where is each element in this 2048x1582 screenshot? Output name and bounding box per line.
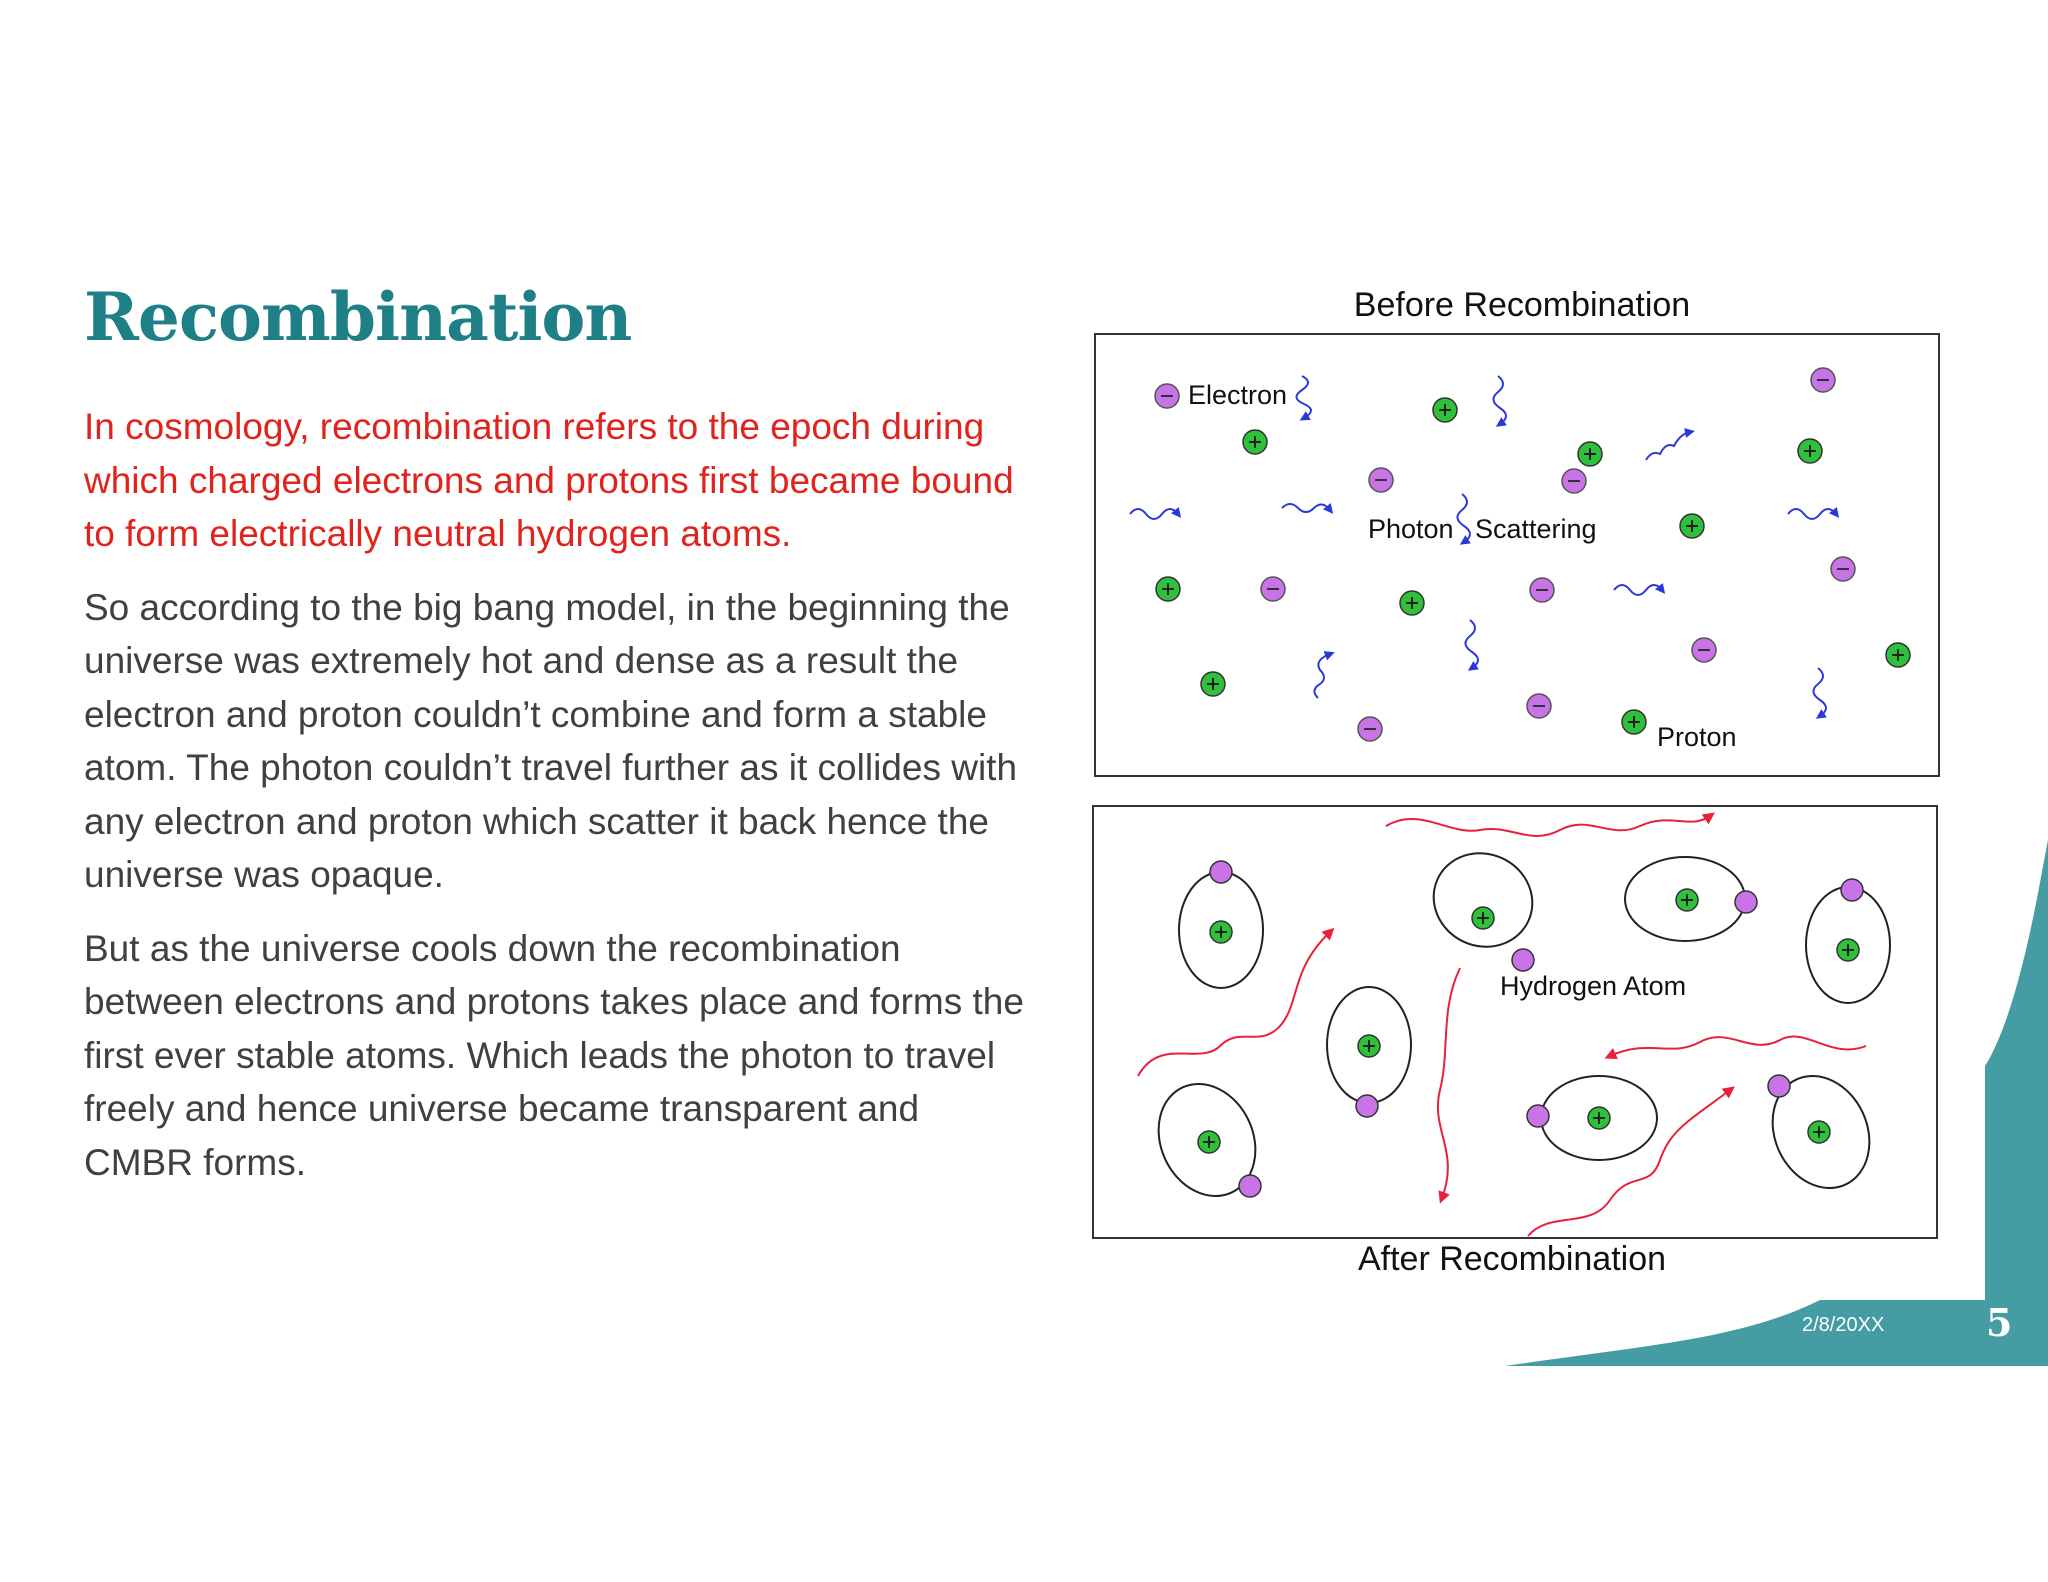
proton-label: Proton (1657, 722, 1737, 752)
electron-label: Electron (1188, 380, 1287, 410)
footer-date: 2/8/20XX (1802, 1314, 1885, 1336)
before-panel (1094, 333, 1940, 777)
after-recombination-title: After Recombination (1358, 1240, 1666, 1278)
scattering-label: Scattering (1475, 514, 1597, 544)
body-text: In cosmology, recombination refers to th… (84, 400, 1034, 1209)
photon-label: Photon (1368, 514, 1454, 544)
paragraph-before: So according to the big bang model, in t… (84, 586, 1018, 896)
hydrogen-atom-label: Hydrogen Atom (1500, 971, 1686, 1001)
after-panel (1092, 805, 1938, 1239)
photons-after (1137, 812, 1867, 1237)
intro-paragraph: In cosmology, recombination refers to th… (84, 406, 1014, 554)
page-number: 5 (1986, 1300, 2013, 1345)
photons-before (1129, 375, 1840, 719)
paragraph-after: But as the universe cools down the recom… (84, 927, 1024, 1183)
recombination-figure: Before Recombination (1090, 286, 1970, 1295)
before-recombination-title: Before Recombination (1354, 290, 1690, 324)
slide-title: Recombination (84, 278, 632, 356)
